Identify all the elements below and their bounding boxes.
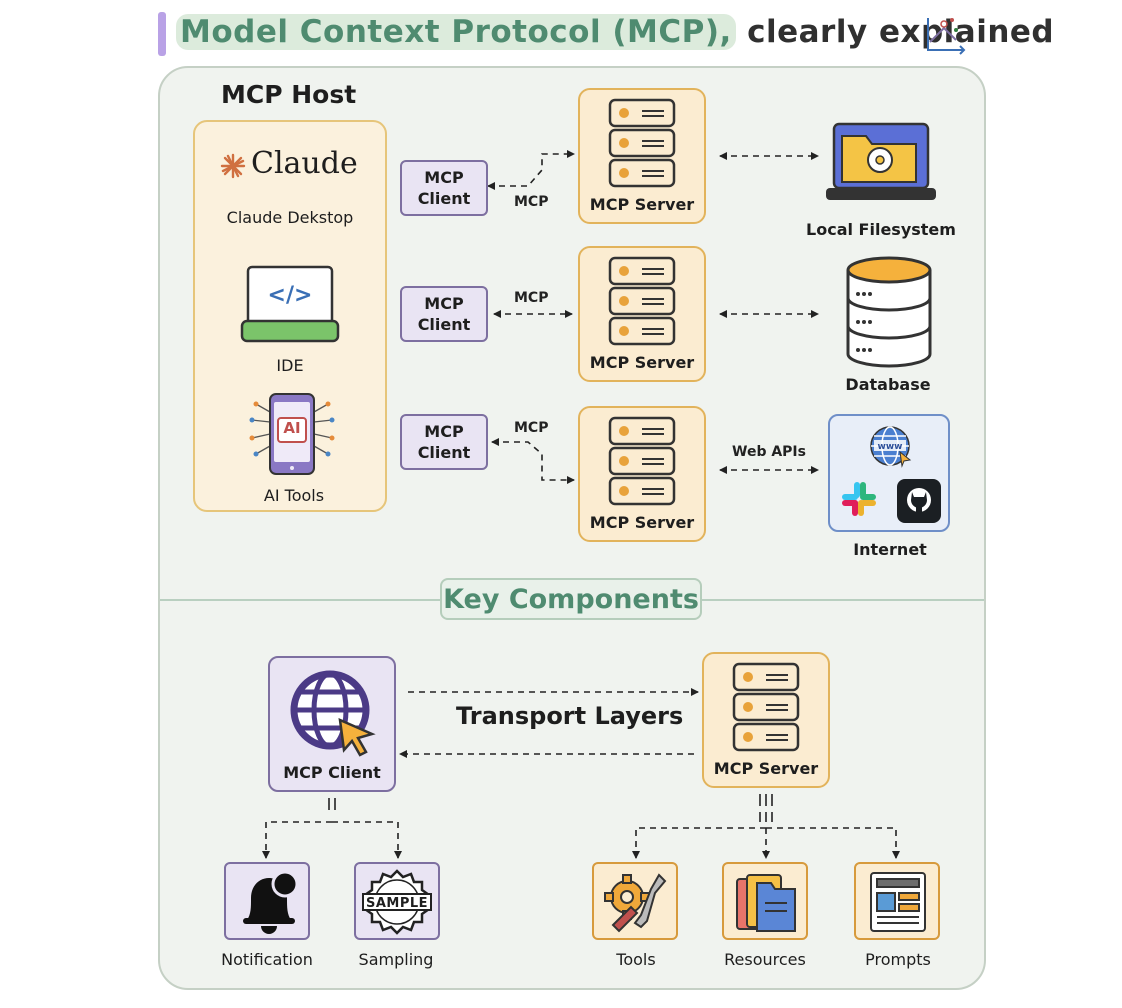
server-rack-icon [732,662,800,752]
mcp-server-box-3: MCP Server [578,406,706,542]
prompts-label: Prompts [865,950,931,969]
globe-cursor-icon [290,670,376,757]
resources-box [722,862,808,940]
local-filesystem-label: Local Filesystem [806,220,956,239]
mcp-server-1-label: MCP Server [589,195,695,214]
mcp-client-box-3: MCP Client [400,414,488,470]
sample-stamp-icon [362,869,432,935]
mcp-server-box-1: MCP Server [578,88,706,224]
title-highlight: Model Context Protocol (MCP), [176,14,736,50]
claude-desktop-label: Claude Dekstop [226,208,354,227]
notification-label: Notification [221,950,313,969]
ide-label: IDE [276,356,304,375]
sampling-label: Sampling [358,950,434,969]
database-icon [846,256,932,368]
resources-label: Resources [724,950,806,969]
mcp-protocol-label-2: MCP [514,290,549,306]
tools-label: Tools [616,950,656,969]
laptop-code-icon: </> [240,265,340,343]
prompts-box [854,862,940,940]
svg-text:www: www [878,442,903,452]
key-components-heading: Key Components [440,578,702,620]
sampling-box: SAMPLE [354,862,440,940]
mcp-client-1-line1: MCP [424,168,464,187]
tools-box [592,862,678,940]
mcp-client-component: MCP Client [268,656,396,792]
mcp-protocol-label-1: MCP [514,194,549,210]
mcp-server-component-label: MCP Server [713,759,819,778]
server-rack-icon [608,98,676,188]
bell-icon [243,870,299,934]
local-filesystem-icon [826,122,936,200]
mcp-protocol-label-3: MCP [514,420,549,436]
ai-phone-icon [249,393,335,475]
internet-box: www [828,414,950,532]
svg-text:</>: </> [268,283,313,308]
title-accent-bar [158,12,166,56]
transport-layers-label: Transport Layers [456,702,684,730]
prompt-template-icon [870,872,926,932]
diagram-doodle-icon [927,18,966,55]
page-title: Model Context Protocol (MCP), clearly ex… [176,14,1054,50]
mcp-client-component-label: MCP Client [283,763,381,782]
notification-box [224,862,310,940]
server-rack-icon [608,256,676,346]
server-rack-icon [608,416,676,506]
ai-tools-label: AI Tools [263,486,325,505]
mcp-client-box-2: MCP Client [400,286,488,342]
mcp-client-3-line1: MCP [424,422,464,441]
internet-label: Internet [853,540,927,559]
mcp-host-title: MCP Host [221,80,357,109]
mcp-server-box-2: MCP Server [578,246,706,382]
github-icon [897,479,941,523]
mcp-client-2-line1: MCP [424,294,464,313]
mcp-client-3-line2: Client [417,443,471,462]
mcp-client-box-1: MCP Client [400,160,488,216]
www-globe-icon: www [870,426,912,468]
mcp-server-3-label: MCP Server [589,513,695,532]
slack-icon [842,482,876,516]
database-label: Database [845,375,931,394]
title-rest: clearly explained [735,14,1055,50]
web-apis-label: Web APIs [732,444,806,460]
folders-icon [736,874,796,932]
ai-badge: AI [283,419,301,437]
tools-icon [604,873,667,933]
sample-stamp-text: SAMPLE [365,896,429,911]
mcp-client-2-line2: Client [417,315,471,334]
mcp-client-1-line2: Client [417,189,471,208]
claude-logo-text: Claude [251,146,358,181]
claude-asterisk-icon [220,153,246,179]
mcp-server-component: MCP Server [702,652,830,788]
mcp-server-2-label: MCP Server [589,353,695,372]
